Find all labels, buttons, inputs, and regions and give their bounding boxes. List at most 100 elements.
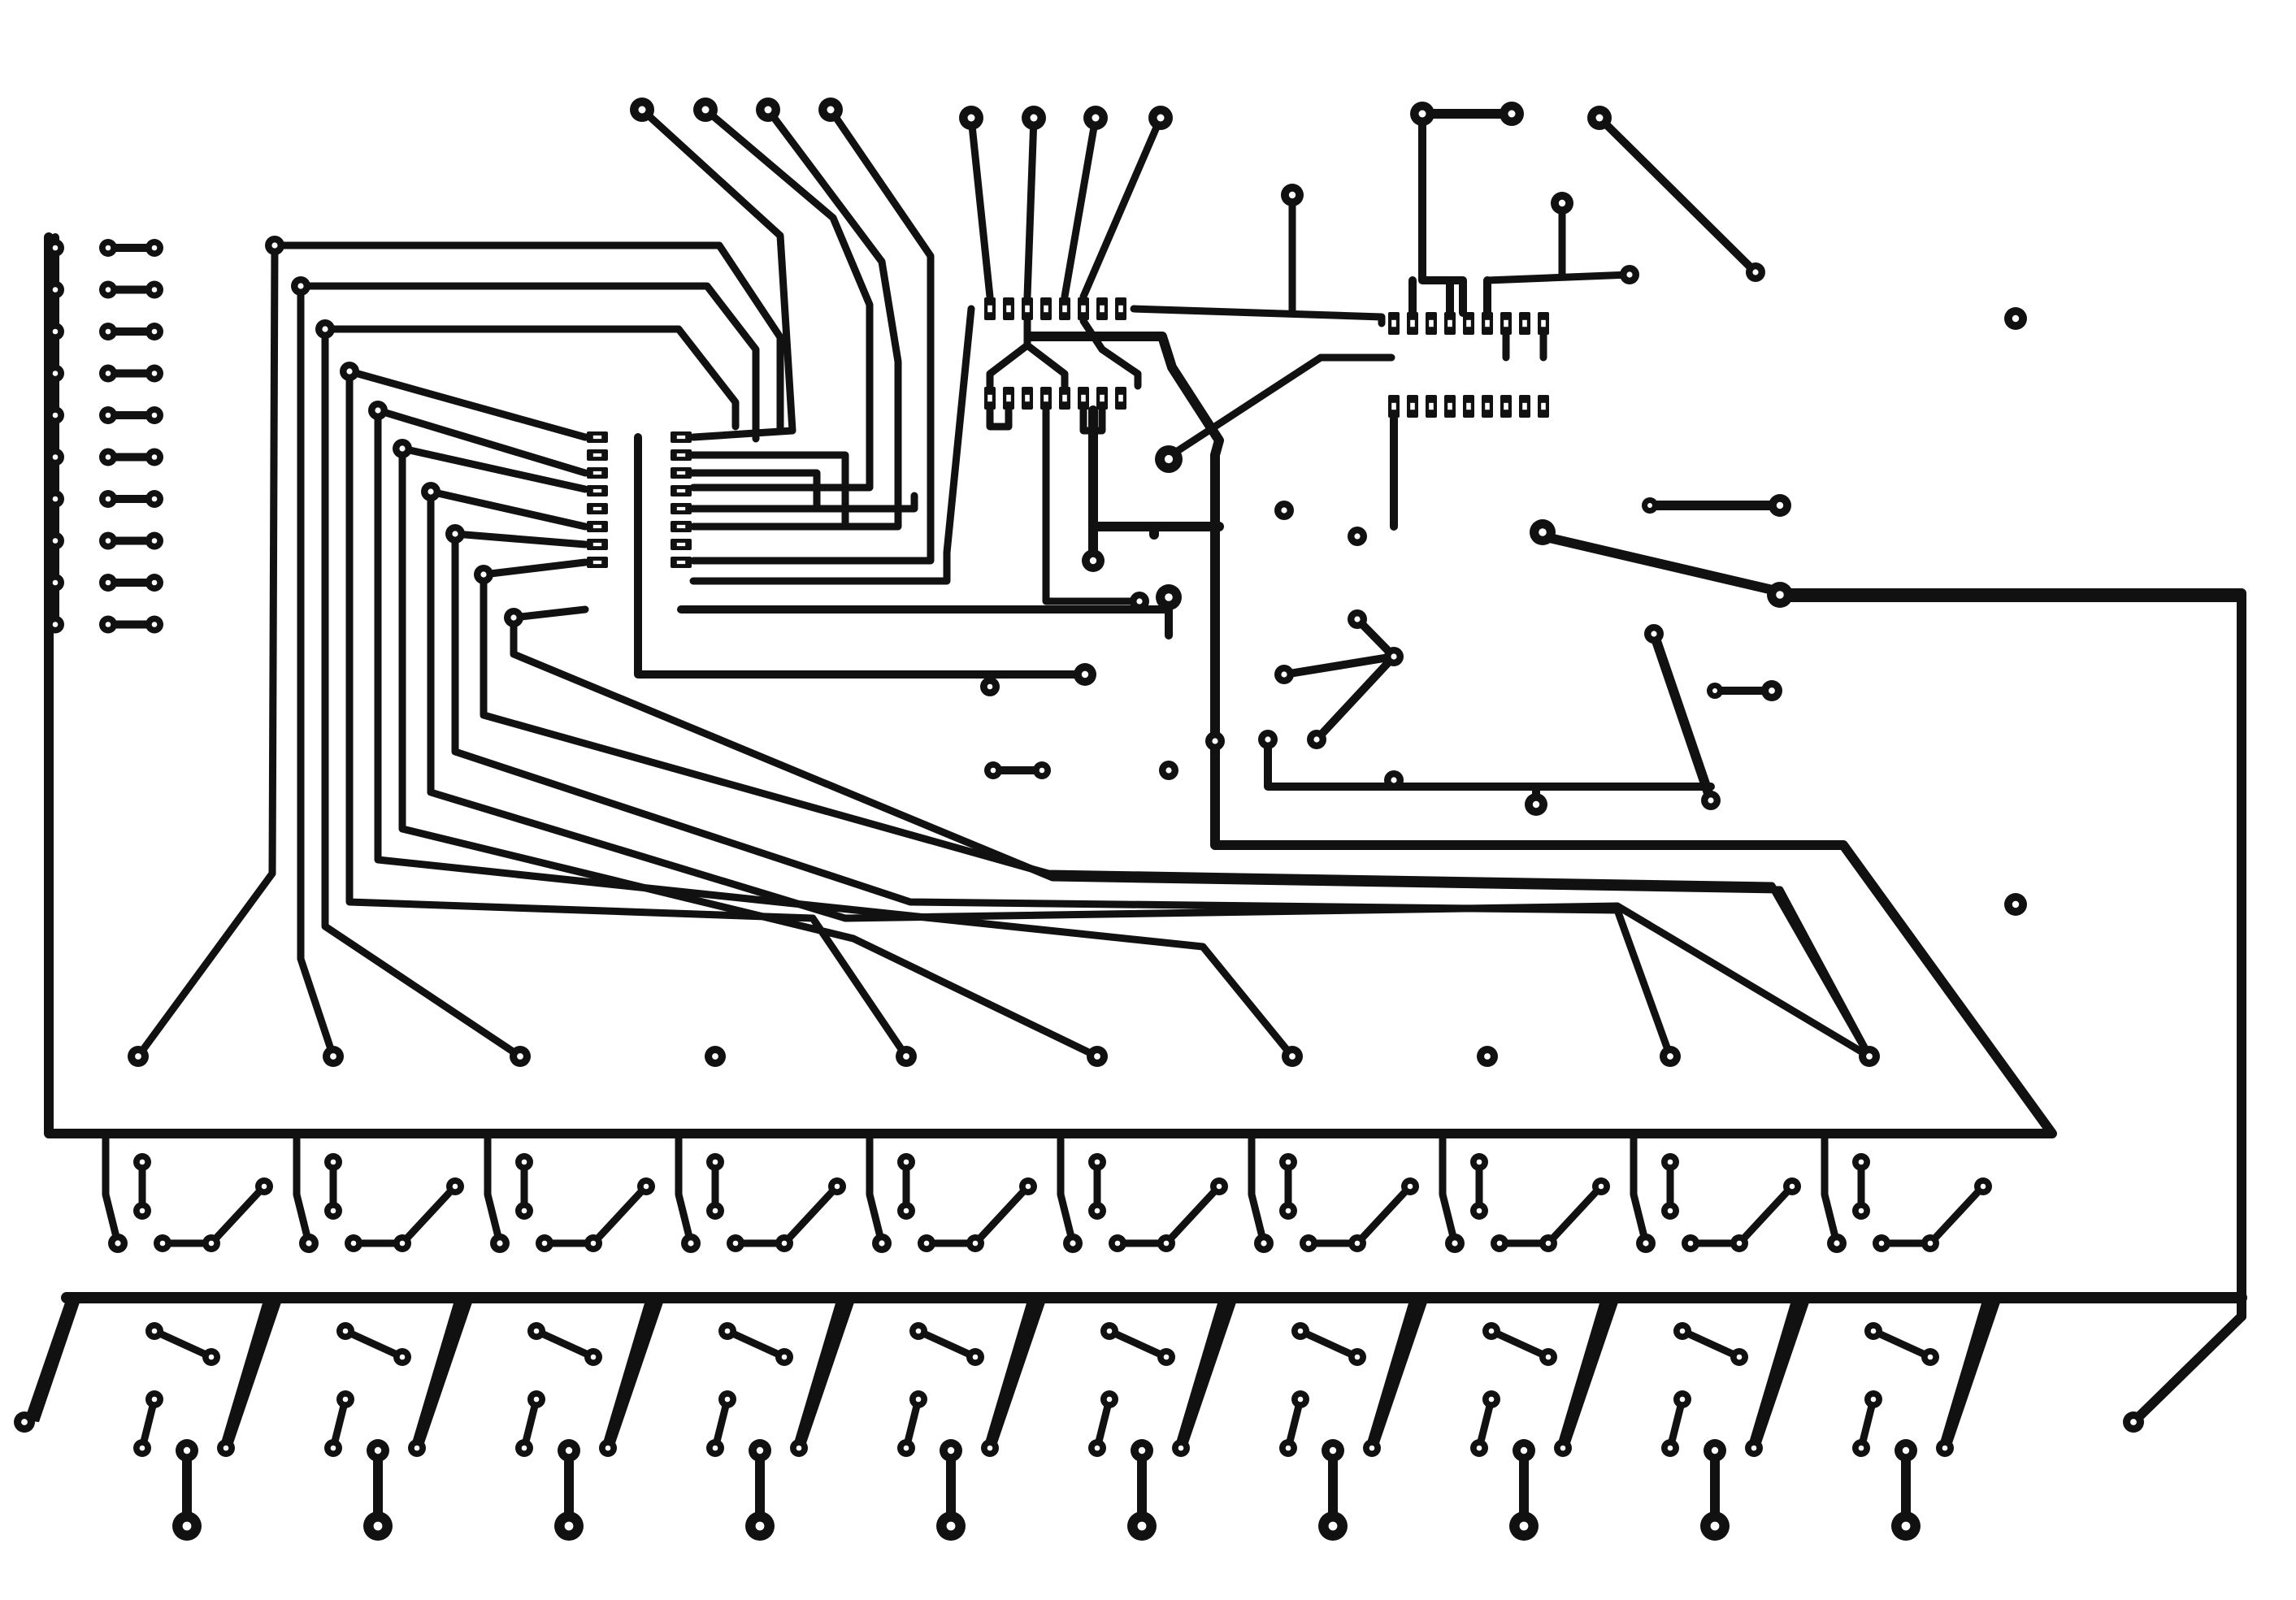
drill-hole — [52, 245, 59, 251]
drill-hole — [2012, 314, 2020, 323]
drill-hole — [1539, 528, 1547, 536]
trace — [341, 1327, 406, 1361]
trace — [1869, 1327, 1934, 1361]
drill-hole — [297, 283, 304, 289]
drill-hole — [724, 1328, 731, 1334]
drill-hole — [1178, 1445, 1184, 1451]
drill-hole — [987, 683, 993, 690]
drill-hole — [399, 1240, 406, 1247]
drill-hole — [915, 1328, 922, 1334]
drill-hole — [903, 1445, 909, 1451]
drill-hole — [1679, 1328, 1686, 1334]
drill-hole — [764, 106, 772, 114]
bus-trace — [398, 444, 589, 493]
drill-hole — [1354, 616, 1361, 622]
drill-hole — [52, 579, 59, 586]
trace — [1649, 629, 1716, 805]
drill-hole — [151, 622, 158, 627]
drill-hole — [1866, 1053, 1873, 1060]
drill-hole — [1484, 1053, 1491, 1060]
drill-hole — [1751, 1445, 1757, 1451]
drill-hole — [947, 1446, 955, 1455]
drill-hole — [151, 328, 158, 335]
drill-hole — [105, 622, 111, 627]
drill-hole — [1488, 1328, 1495, 1334]
bus-wedge — [1174, 1298, 1238, 1448]
ground-frame-main — [44, 232, 2057, 1138]
drill-hole — [1736, 1240, 1743, 1247]
drill-hole — [105, 287, 111, 293]
drill-hole — [1452, 1240, 1458, 1247]
pad-hole — [1044, 394, 1048, 402]
drill-hole — [151, 412, 158, 418]
drill-hole — [796, 1445, 802, 1451]
channel-drop — [484, 1130, 504, 1247]
trace — [1023, 114, 1038, 301]
bus-wedge — [1747, 1298, 1811, 1448]
drill-hole — [688, 1240, 694, 1247]
drill-hole — [1265, 736, 1271, 743]
drill-hole — [781, 1240, 788, 1247]
drill-hole — [1858, 1445, 1864, 1451]
drill-hole — [756, 1446, 764, 1455]
drill-hole — [480, 571, 487, 578]
drill-hole — [151, 245, 158, 251]
drill-hole — [1039, 767, 1045, 774]
pad-hole — [987, 305, 992, 313]
pad-hole — [1118, 305, 1123, 313]
trace — [1418, 110, 1467, 317]
drill-hole — [342, 1396, 349, 1403]
channel-drop — [102, 1130, 122, 1247]
drill-hole — [330, 1445, 336, 1451]
drill-hole — [2012, 900, 2020, 908]
trace — [1313, 653, 1398, 744]
drill-hole — [1558, 199, 1566, 207]
bus-trace — [374, 406, 589, 477]
drill-hole — [1106, 1328, 1113, 1334]
drill-hole — [1081, 670, 1089, 679]
pad-hole — [1429, 319, 1434, 327]
bus-trace — [398, 444, 1101, 1060]
trace — [723, 1327, 788, 1361]
fanout-trace — [689, 106, 935, 565]
drill-hole — [1289, 1053, 1296, 1060]
drill-hole — [1902, 1446, 1910, 1455]
trace — [967, 114, 994, 301]
trace — [1483, 271, 1634, 284]
drill-hole — [1870, 1328, 1877, 1334]
drill-hole — [105, 412, 111, 418]
trace — [1487, 1327, 1552, 1361]
pad-hole — [592, 542, 602, 547]
trace — [1264, 735, 1715, 791]
drill-hole — [1532, 800, 1540, 809]
drill-hole — [1106, 1396, 1113, 1403]
bus-wedge — [983, 1298, 1047, 1448]
pad-hole — [1522, 402, 1527, 410]
pad-hole — [676, 453, 686, 457]
drill-hole — [330, 1053, 336, 1060]
pad-hole — [1025, 394, 1030, 402]
pad-hole — [676, 470, 686, 475]
bus-leg-left — [24, 1298, 81, 1422]
trace — [1595, 114, 1760, 276]
pad-hole — [1025, 305, 1030, 313]
pad-hole — [676, 524, 686, 529]
drill-hole — [533, 1396, 540, 1403]
drill-hole — [1560, 1445, 1566, 1451]
drill-hole — [1488, 1396, 1495, 1403]
pad-hole — [1410, 402, 1415, 410]
drill-hole — [105, 371, 111, 376]
drill-hole — [1476, 1445, 1482, 1451]
channel-drop — [1821, 1130, 1841, 1247]
drill-hole — [510, 614, 517, 621]
drill-hole — [605, 1445, 611, 1451]
drill-hole — [1776, 591, 1784, 599]
drill-hole — [52, 454, 59, 460]
drill-hole — [1285, 1208, 1291, 1214]
bus-wedge — [792, 1298, 856, 1448]
copper-pads — [14, 98, 2144, 1541]
drill-hole — [105, 579, 111, 586]
drill-hole — [1927, 1240, 1934, 1247]
drill-hole — [1789, 1183, 1795, 1190]
